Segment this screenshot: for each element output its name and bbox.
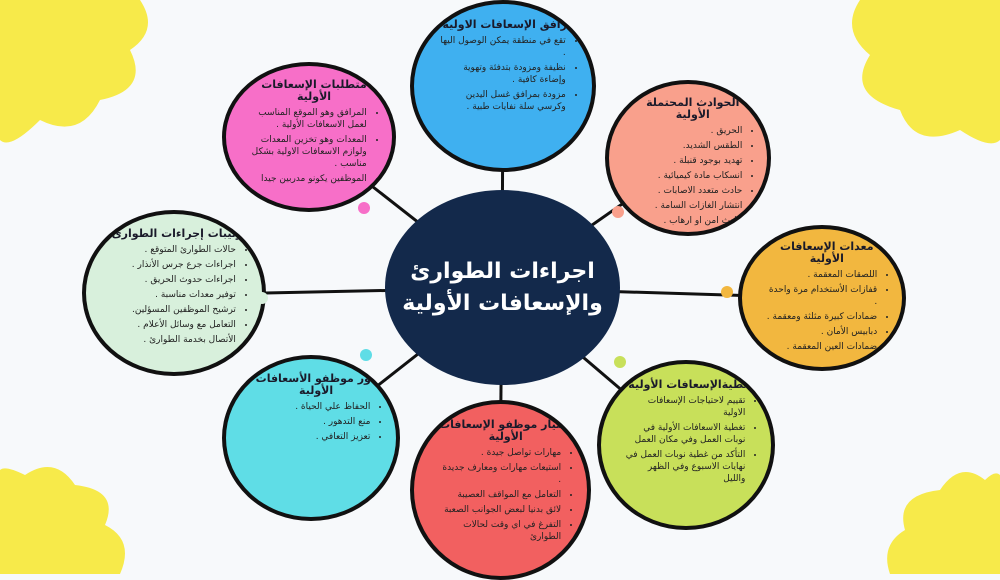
blob-top-left <box>0 0 148 143</box>
list-item: التأكد من غطية نوبات العمل في نهايات الا… <box>625 449 746 485</box>
node-list: المرافق وهو الموقع المناسب لعمل الاسعافا… <box>249 107 379 185</box>
list-item: انسكاب مادة كيميائية . <box>631 170 743 182</box>
list-item: التعامل مع المواقف العصيبة <box>438 489 561 501</box>
list-item: مزودة بمرافق غسل اليدين وكرسي سلة نفايات… <box>439 89 566 113</box>
list-item: حالات الطوارئ المتوقع . <box>111 244 235 256</box>
list-item: الحريق . <box>631 125 743 137</box>
list-item: الأتصال بخدمة الطوارئ . <box>111 334 236 346</box>
node-title: متطلبات الإسعافات الأولية <box>261 77 367 103</box>
list-item: لائق بدنيا لبعض الجوانب الصعبة <box>438 504 561 516</box>
list-item: منع التدهور . <box>250 416 370 428</box>
list-item: ترشيح الموظفين المسؤلين. <box>111 304 236 316</box>
node-list: تقييم لاحتياجات الإسعافات الاولية تغطية ا… <box>625 395 758 485</box>
blob-bottom-right <box>887 472 1000 574</box>
node-arrangements: ترتيبات إجراءات الطوارئ حالات الطوارئ الم… <box>82 210 266 376</box>
node-title: ترتيبات إجراءات الطوارئ <box>111 227 247 241</box>
list-item: تغطية الاسعافات الأولية في نوبات العمل و… <box>625 422 746 446</box>
list-item: التعامل مع وسائل الأعلام . <box>111 319 236 331</box>
list-item: اجراءات حدوث الحريق . <box>111 274 236 286</box>
list-item: دبابيس الأمان . <box>764 326 877 338</box>
node-content: متطلبات الإسعافات الأولية المرافق وهو الم… <box>249 77 379 188</box>
list-item: توفير معدات مناسبة . <box>111 289 236 301</box>
node-list: اللصقات المعقمة . قفازات الأستخدام مرة وا… <box>764 269 889 353</box>
node-title: الحوادث المحتملة الأولية <box>646 96 740 122</box>
connector-dot <box>612 206 624 218</box>
list-item: التفرغ في اي وقت لحالات الطوارئ <box>438 519 561 543</box>
list-item: تهديد بوجود قنبلة . <box>631 155 742 167</box>
node-coverage: تغطيةالإسعافات الأولية تقييم لاحتياجات ال… <box>597 360 775 530</box>
list-item: ضمادات كبيرة مثلثة ومعقمة . <box>764 311 877 323</box>
list-item: اللصقات المعقمة . <box>764 269 877 281</box>
connector-dot <box>358 202 370 214</box>
connector-dot <box>360 349 372 361</box>
list-item: المعدات وهو تخزين المعدات ولوازم الاسعاف… <box>249 134 367 170</box>
list-item: تقييم لاحتياجات الإسعافات الاولية <box>625 395 746 419</box>
node-title: أختيار موظفو الإسعافات الأولية <box>439 418 573 444</box>
node-list: الحريق . الطقس الشديد. تهديد بوجود قنبلة .… <box>631 125 754 232</box>
node-content: دور موظفو الأسعافات الأولية الحفاظ علي ال… <box>250 373 383 446</box>
node-list: الحفاظ علي الحياة . منع التدهور . تعزيز ال… <box>250 401 383 443</box>
node-title: دور موظفو الأسعافات الأولية <box>255 372 377 398</box>
node-requirements: متطلبات الإسعافات الأولية المرافق وهو الم… <box>222 62 396 212</box>
node-list: تقع في منطقة يمكن الوصول اليها . نظيفة وم… <box>439 35 578 113</box>
list-item: حادث متعدد الاصابات . <box>631 185 743 197</box>
node-list: مهارات تواصل جيدة . استيعات مهارات ومعارف… <box>438 447 573 543</box>
list-item: نظيفة ومزودة بتدفئة وتهوية وإضاءة كافية … <box>439 62 566 86</box>
list-item: انتشار الغازات السامة . <box>631 200 743 212</box>
node-content: الحوادث المحتملة الأولية الحريق . الطقس ال… <box>631 96 754 232</box>
node-equipment: معدات الإسعافات الأولية اللصقات المعقمة .… <box>738 225 906 371</box>
node-selection: أختيار موظفو الإسعافات الأولية مهارات توا… <box>410 400 591 580</box>
list-item: المرافق وهو الموقع المناسب لعمل الاسعافا… <box>249 107 367 131</box>
list-item: تعزيز التعافي . <box>250 431 371 443</box>
node-title: مرافق الإسعافات الاولية <box>442 17 575 31</box>
node-facilities: مرافق الإسعافات الاولية تقع في منطقة يمكن… <box>410 0 596 172</box>
list-item: الحفاظ علي الحياة . <box>250 401 370 413</box>
list-item: تفشي المرض . <box>631 230 742 232</box>
list-item: حادث امن او ارهاب . <box>631 215 742 227</box>
node-content: مرافق الإسعافات الاولية تقع في منطقة يمكن… <box>439 17 578 116</box>
list-item: اجراءات جرع جرس الأنذار . <box>111 259 236 271</box>
list-item: مهارات تواصل جيدة . <box>438 447 561 459</box>
node-incidents: الحوادث المحتملة الأولية الحريق . الطقس ال… <box>605 80 771 236</box>
list-item: الطقس الشديد. <box>631 140 743 152</box>
node-title: معدات الإسعافات الأولية <box>780 240 874 266</box>
node-content: ترتيبات إجراءات الطوارئ حالات الطوارئ الم… <box>111 228 248 349</box>
list-item: الموظفين يكونو مدربين جيدا <box>249 173 367 185</box>
list-item: ضمادات العين المعقمة . <box>764 341 878 353</box>
connector-dot <box>256 292 268 304</box>
list-item: قفازات الأستخدام مرة واحدة . <box>764 284 877 308</box>
node-content: أختيار موظفو الإسعافات الأولية مهارات توا… <box>438 419 573 546</box>
list-item: تقع في منطقة يمكن الوصول اليها . <box>439 35 565 59</box>
list-item: استيعات مهارات ومعارف جديدة . <box>438 462 561 486</box>
connector-dot <box>614 356 626 368</box>
node-content: معدات الإسعافات الأولية اللصقات المعقمة .… <box>764 241 889 356</box>
connector-dot <box>721 286 733 298</box>
node-list: حالات الطوارئ المتوقع . اجراءات جرع جرس ا… <box>111 244 248 346</box>
blob-top-right <box>852 0 1000 144</box>
node-role: دور موظفو الأسعافات الأولية الحفاظ علي ال… <box>222 355 400 521</box>
node-content: تغطيةالإسعافات الأولية تقييم لاحتياجات ال… <box>625 377 758 488</box>
blob-bottom-left <box>0 467 125 574</box>
node-title: تغطيةالإسعافات الأولية <box>628 377 754 391</box>
